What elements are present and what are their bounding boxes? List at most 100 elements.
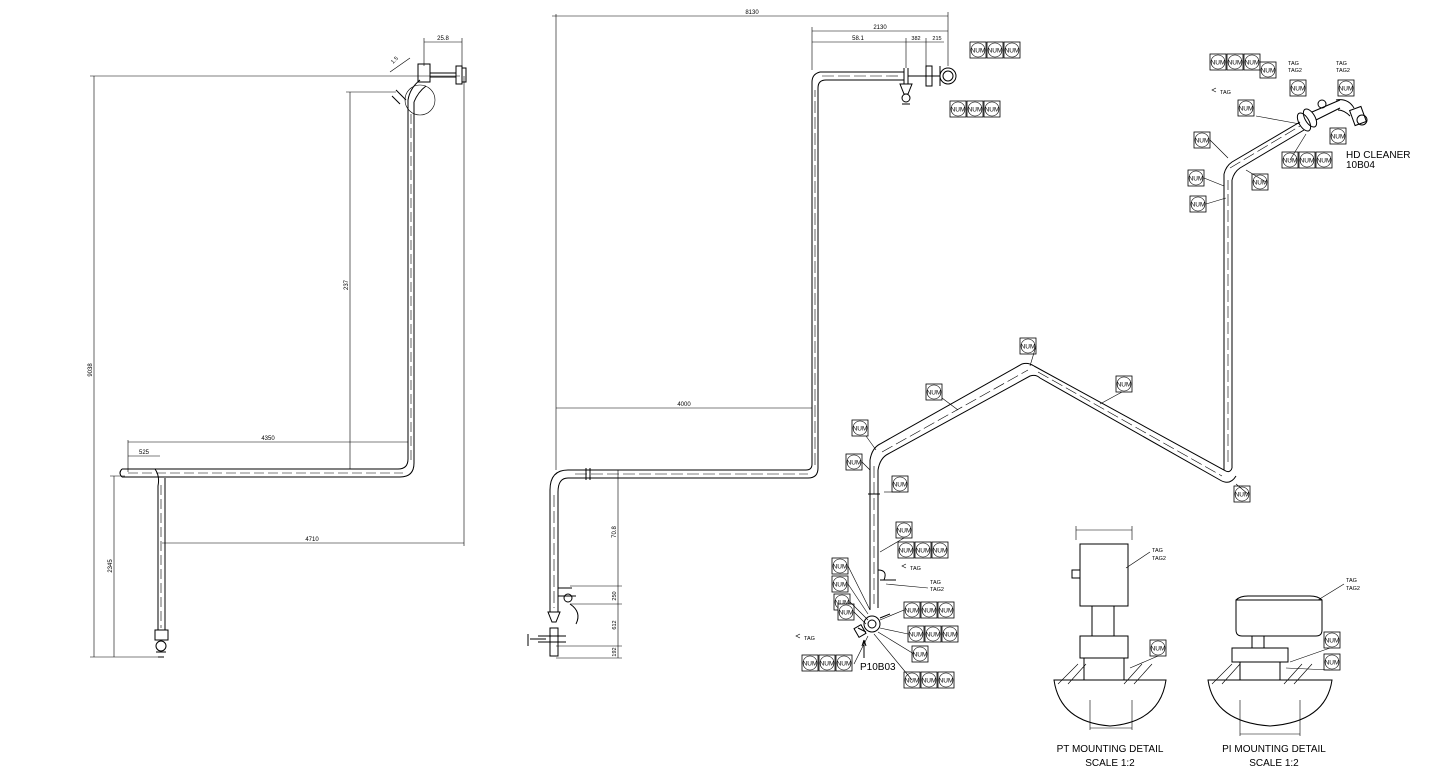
dim-215: 215 (932, 36, 941, 42)
dim-25-8: 25.8 (437, 36, 449, 42)
num-tag-box: NUM (1237, 99, 1255, 117)
num-tag-box: NUM (931, 541, 949, 559)
hd-cleaner-label: HD CLEANER (1346, 150, 1410, 161)
num-tag-text: NUM (909, 632, 924, 639)
num-tag-text: NUM (803, 661, 818, 668)
num-tag-box: NUM (1259, 61, 1277, 79)
num-tag-box: NUM (1329, 127, 1347, 145)
num-tag-box: NUM (925, 383, 943, 401)
num-tag-box: NUM (1149, 639, 1167, 657)
flag-tag-2: TAG (910, 566, 921, 572)
num-tag-text: NUM (839, 610, 854, 617)
tag-label-b: TAG2 (1288, 68, 1302, 74)
dim-250: 250 (612, 591, 618, 600)
pt-scale: SCALE 1:2 (1085, 758, 1135, 769)
num-tag-box: NUM (1189, 195, 1207, 213)
num-tag-text: NUM (1189, 176, 1204, 183)
num-tag-box: NUM (895, 521, 913, 539)
num-tag-text: NUM (899, 548, 914, 555)
num-tag-box: NUM (966, 100, 984, 118)
num-tag-text: NUM (1021, 344, 1036, 351)
leader-line (1235, 483, 1249, 495)
num-tag-text: NUM (1325, 660, 1340, 667)
num-tag-text: NUM (1253, 180, 1268, 187)
leader-line (861, 461, 871, 471)
num-tag-box: NUM (914, 541, 932, 559)
pipe-route-3 (853, 99, 1368, 658)
num-tag-text: NUM (1239, 106, 1254, 113)
num-tag-box: NUM (1209, 53, 1227, 71)
dim-4710: 4710 (305, 537, 319, 543)
num-tag-text: NUM (1283, 158, 1298, 165)
num-tag-text: NUM (951, 107, 966, 114)
pt-title: PT MOUNTING DETAIL (1057, 744, 1164, 755)
num-tag-box: NUM (911, 645, 929, 663)
leader-line (1289, 133, 1307, 161)
num-tag-text: NUM (926, 632, 941, 639)
pipe-route-1 (119, 63, 467, 658)
num-tag-text: NUM (853, 426, 868, 433)
dim-192: 192 (612, 647, 618, 656)
num-tag-box: NUM (1251, 173, 1269, 191)
dim-1-5: 1.5 (390, 56, 400, 66)
num-tag-box: NUM (818, 654, 836, 672)
num-tag-box: NUM (1187, 169, 1205, 187)
num-tag-text: NUM (1300, 158, 1315, 165)
leader-line (879, 627, 909, 635)
num-tag-box: NUM (969, 41, 987, 59)
tag-label-d: TAG2 (1336, 68, 1350, 74)
num-tag-text: NUM (1235, 492, 1250, 499)
pt-tag2: TAG2 (1152, 556, 1166, 562)
pipe-route-2 (527, 65, 957, 657)
num-tag-text: NUM (939, 678, 954, 685)
dim-4000: 4000 (677, 402, 691, 408)
num-tag-box: NUM (891, 475, 909, 493)
num-tag-text: NUM (916, 548, 931, 555)
num-tag-text: NUM (905, 678, 920, 685)
leader-line (1129, 655, 1159, 669)
num-tag-text: NUM (1117, 382, 1132, 389)
leader-line (879, 537, 905, 553)
num-tag-box: NUM (1115, 375, 1133, 393)
leader-line (847, 565, 871, 611)
tag-label-c: TAG (1336, 61, 1347, 67)
num-tag-box: NUM (1003, 41, 1021, 59)
leader-line (847, 583, 869, 615)
leader-line (879, 609, 905, 621)
num-tag-text: NUM (1151, 646, 1166, 653)
num-tag-text: NUM (837, 661, 852, 668)
leader-line (853, 611, 867, 625)
leader-line (1203, 177, 1225, 187)
dim-58-1: 58.1 (852, 36, 864, 42)
num-tag-text: NUM (1228, 60, 1243, 67)
num-tag-text: NUM (833, 582, 848, 589)
num-tag-box: NUM (937, 601, 955, 619)
leader-line (1209, 139, 1229, 159)
num-tag-text: NUM (1339, 86, 1354, 93)
leader-line (1029, 345, 1037, 367)
num-tag-box: NUM (837, 603, 855, 621)
num-tag-text: NUM (897, 528, 912, 535)
num-tag-box: NUM (835, 654, 853, 672)
num-tag-box: NUM (903, 601, 921, 619)
num-tag-box: NUM (897, 541, 915, 559)
num-tag-box: NUM (1323, 653, 1341, 671)
num-tag-text: NUM (939, 608, 954, 615)
dim-2130: 2130 (873, 25, 887, 31)
num-tag-box: NUM (801, 654, 819, 672)
num-tag-text: NUM (835, 600, 850, 607)
num-tag-box: NUM (1315, 151, 1333, 169)
num-tag-box: NUM (1019, 337, 1037, 355)
tag-label-f: TAG2 (930, 587, 944, 593)
num-tag-box: NUM (941, 625, 959, 643)
dim-9038: 9038 (88, 363, 94, 377)
leader-line (1255, 115, 1301, 125)
num-tag-text: NUM (985, 107, 1000, 114)
pt-mounting-detail: PT MOUNTING DETAIL SCALE 1:2 TAG TAG2 (1053, 526, 1167, 769)
leader-line (865, 435, 877, 451)
num-tag-text: NUM (943, 632, 958, 639)
leader-line (1205, 197, 1227, 205)
num-tag-box: NUM (986, 41, 1004, 59)
